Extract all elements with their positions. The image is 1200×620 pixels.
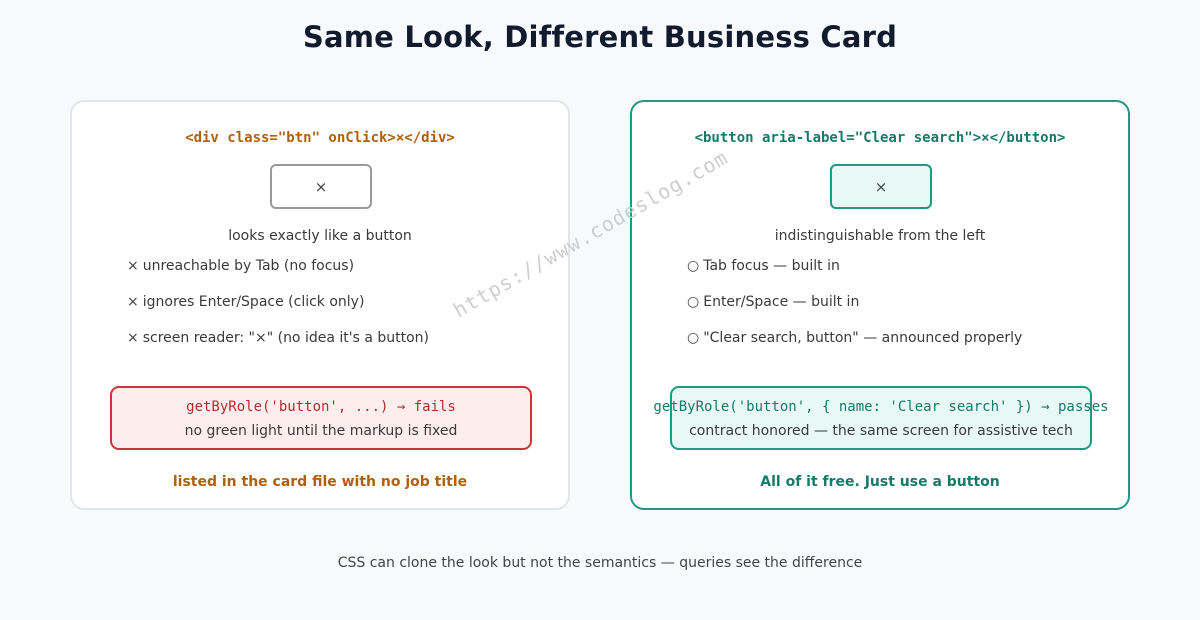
button-benefit-item: ○"Clear search, button" — announced prop… (687, 330, 1022, 346)
div-test-query: getByRole('button', ...) → fails (186, 399, 456, 415)
div-mock-button: × (270, 164, 372, 209)
cross-icon: × (127, 330, 139, 346)
circle-check-icon: ○ (687, 294, 700, 310)
close-icon: × (874, 177, 888, 196)
div-issue-item: ×unreachable by Tab (no focus) (127, 258, 354, 274)
div-test-result-box: getByRole('button', ...) → fails no gree… (110, 386, 532, 450)
div-issue-text: ignores Enter/Space (click only) (142, 294, 365, 310)
diagram-title: Same Look, Different Business Card (302, 20, 898, 54)
div-issue-text: unreachable by Tab (no focus) (142, 258, 355, 274)
div-footer-note: listed in the card file with no job titl… (172, 474, 468, 490)
button-element-panel: <button aria-label="Clear search">×</but… (630, 100, 1130, 510)
cross-icon: × (127, 258, 139, 274)
div-issue-item: ×ignores Enter/Space (click only) (127, 294, 364, 310)
button-test-result-box: getByRole('button', { name: 'Clear searc… (653, 386, 1109, 450)
div-caption: looks exactly like a button (228, 228, 412, 244)
circle-check-icon: ○ (687, 258, 700, 274)
button-test-note: contract honored — the same screen for a… (689, 423, 1073, 439)
button-benefit-item: ○Enter/Space — built in (687, 294, 859, 310)
div-issue-text: screen reader: "×" (no idea it's a butto… (142, 330, 430, 346)
button-mock-button: × (830, 164, 932, 209)
cross-icon: × (127, 294, 139, 310)
bottom-caption: CSS can clone the look but not the seman… (337, 555, 863, 571)
circle-check-icon: ○ (687, 330, 700, 346)
close-icon: × (314, 177, 328, 196)
button-test-query: getByRole('button', { name: 'Clear searc… (653, 399, 1109, 415)
button-footer-note: All of it free. Just use a button (760, 474, 1000, 490)
div-test-note: no green light until the markup is fixed (184, 423, 458, 439)
div-button-panel: <div class="btn" onClick>×</div> × looks… (70, 100, 570, 510)
button-caption: indistinguishable from the left (774, 228, 986, 244)
button-benefit-text: Tab focus — built in (703, 258, 840, 274)
div-code-snippet: <div class="btn" onClick>×</div> (185, 130, 455, 146)
button-code-snippet: <button aria-label="Clear search">×</but… (694, 130, 1066, 146)
button-benefit-text: "Clear search, button" — announced prope… (703, 330, 1023, 346)
button-benefit-text: Enter/Space — built in (703, 294, 860, 310)
div-issue-item: ×screen reader: "×" (no idea it's a butt… (127, 330, 429, 346)
button-benefit-item: ○Tab focus — built in (687, 258, 840, 274)
